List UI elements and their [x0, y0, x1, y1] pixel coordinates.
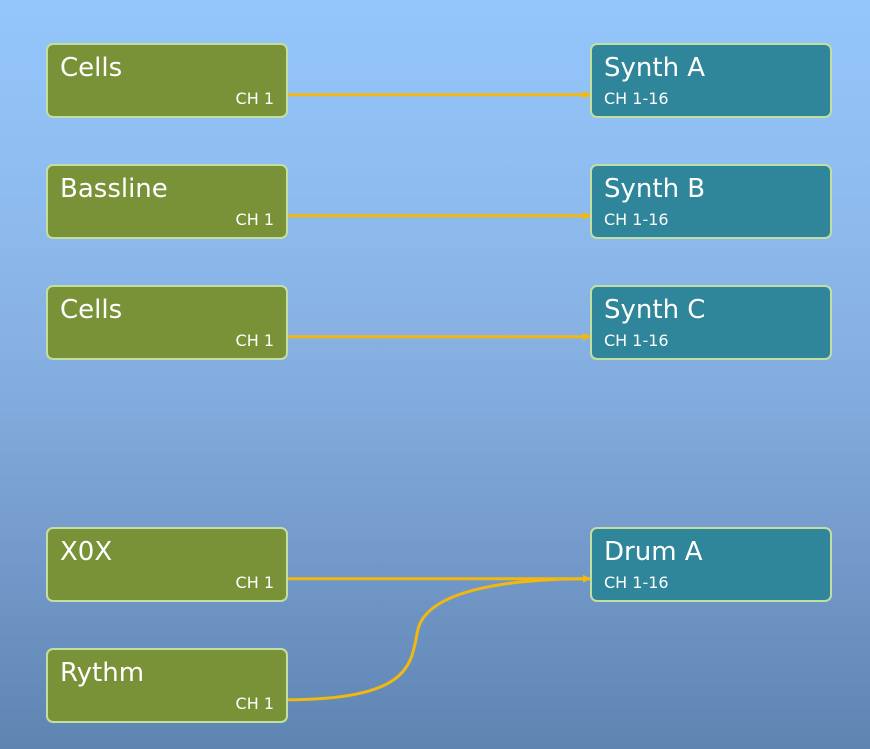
source-node-name: Cells — [60, 295, 123, 325]
destination-node-synth-c[interactable]: Synth C CH 1-16 — [590, 285, 832, 360]
source-node-name: Rythm — [60, 658, 145, 688]
connection-arrow-4 — [286, 574, 591, 702]
destination-node-channel: CH 1-16 — [604, 210, 669, 229]
source-node-name: X0X — [60, 537, 113, 567]
destination-node-channel: CH 1-16 — [604, 331, 669, 350]
source-node-rythm[interactable]: Rythm CH 1 — [46, 648, 288, 723]
destination-node-name: Synth C — [604, 295, 706, 325]
destination-node-channel: CH 1-16 — [604, 89, 669, 108]
destination-node-synth-b[interactable]: Synth B CH 1-16 — [590, 164, 832, 239]
source-node-channel: CH 1 — [235, 573, 274, 592]
source-node-name: Bassline — [60, 174, 168, 204]
source-node-channel: CH 1 — [235, 331, 274, 350]
source-node-channel: CH 1 — [235, 694, 274, 713]
source-node-cells-2[interactable]: Cells CH 1 — [46, 285, 288, 360]
destination-node-drum-a[interactable]: Drum A CH 1-16 — [590, 527, 832, 602]
destination-node-name: Synth A — [604, 53, 706, 83]
source-node-x0x[interactable]: X0X CH 1 — [46, 527, 288, 602]
destination-node-name: Drum A — [604, 537, 703, 567]
destination-node-name: Synth B — [604, 174, 706, 204]
source-node-name: Cells — [60, 53, 123, 83]
source-node-bassline[interactable]: Bassline CH 1 — [46, 164, 288, 239]
source-node-channel: CH 1 — [235, 89, 274, 108]
source-node-cells[interactable]: Cells CH 1 — [46, 43, 288, 118]
destination-node-channel: CH 1-16 — [604, 573, 669, 592]
source-node-channel: CH 1 — [235, 210, 274, 229]
destination-node-synth-a[interactable]: Synth A CH 1-16 — [590, 43, 832, 118]
